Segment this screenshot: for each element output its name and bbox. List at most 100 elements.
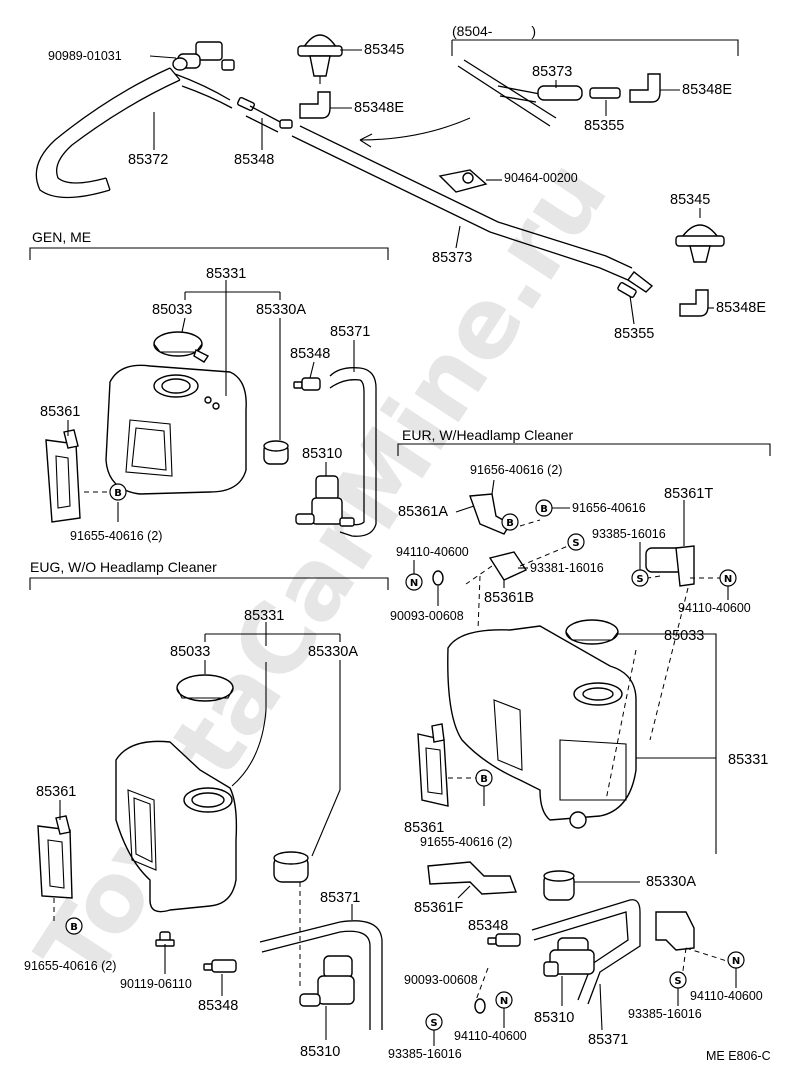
svg-text:B: B	[114, 488, 122, 499]
part-label: 94110-40600	[454, 1029, 527, 1043]
part-label: 85371	[320, 890, 360, 906]
part-label: 85331	[244, 608, 284, 624]
part-label: 85330A	[308, 644, 358, 660]
date-range-label: (8504- )	[452, 23, 536, 39]
cap-85033-eur	[565, 619, 619, 645]
nut-badge-icon: N	[727, 951, 745, 969]
clamp-bracket-eur	[655, 911, 695, 951]
clip-90464	[438, 169, 488, 193]
bolt-badge-icon: B	[109, 483, 127, 501]
diagram-code: ME E806-C	[706, 1049, 771, 1063]
nozzle-85345-right	[675, 224, 725, 263]
svg-text:B: B	[480, 774, 488, 785]
joint-85348-gen	[293, 377, 321, 391]
elbow-85348E-right	[679, 289, 709, 317]
part-label: 85361A	[398, 504, 448, 520]
bolt-badge-icon: B	[535, 499, 553, 517]
svg-text:B: B	[540, 504, 548, 515]
pump-85310-eug	[299, 955, 355, 1007]
part-label: 85361	[40, 404, 80, 420]
nut-badge-icon: N	[495, 991, 513, 1009]
bracket-85361-eur	[417, 723, 449, 807]
hose-85371-gen	[329, 367, 377, 537]
part-label: 85345	[364, 42, 404, 58]
svg-text:S: S	[430, 1018, 437, 1029]
motor-85361T	[645, 545, 695, 587]
joint-85348-eug	[203, 959, 237, 973]
part-label: 85310	[534, 1010, 574, 1026]
part-label: 85361	[404, 820, 444, 836]
bracket-85361-gen	[45, 429, 81, 523]
part-label: 85372	[128, 152, 168, 168]
tank-85331-eur	[447, 625, 637, 829]
part-label: 90464-00200	[504, 171, 578, 185]
screw-badge-icon: S	[425, 1013, 443, 1031]
part-label: 85371	[588, 1032, 628, 1048]
part-label: 94110-40600	[690, 989, 763, 1003]
bracket-85361B	[488, 551, 528, 581]
part-label: 90093-00608	[404, 973, 478, 987]
part-label: 93385-16016	[628, 1007, 702, 1021]
bracket-85361F	[427, 861, 517, 895]
tank-85331-gen	[105, 364, 247, 495]
part-label: 85310	[302, 446, 342, 462]
part-label: 85330A	[256, 302, 306, 318]
part-label: 85361F	[414, 900, 463, 916]
part-label: 85348	[234, 152, 274, 168]
part-label: 85361T	[664, 486, 713, 502]
part-label: 85348	[198, 998, 238, 1014]
section-title-eur: EUR, W/Headlamp Cleaner	[402, 427, 574, 443]
part-label: 85373	[432, 250, 472, 266]
cap-85033-eug	[176, 674, 234, 702]
hose-85372	[35, 67, 171, 199]
part-label: 93385-16016	[388, 1047, 462, 1061]
part-label: 85361B	[484, 590, 534, 606]
part-label: 85371	[330, 324, 370, 340]
svg-text:N: N	[410, 578, 418, 589]
eug-section	[29, 577, 389, 1040]
eur-section	[397, 443, 771, 1031]
part-label: 85348E	[682, 82, 732, 98]
pump-85310-gen	[295, 475, 355, 527]
svg-text:S: S	[572, 538, 579, 549]
part-label: 90119-06110	[120, 977, 192, 991]
hose-85371-eur	[531, 899, 641, 1005]
part-label: 91656-40616 (2)	[470, 463, 562, 477]
part-label: 90093-00608	[390, 609, 464, 623]
tank-85331-eug	[115, 740, 238, 913]
part-label: 94110-40600	[678, 601, 751, 615]
part-label: 93381-16016	[530, 561, 604, 575]
hose-85373	[291, 135, 629, 281]
joint-85355-right	[617, 282, 637, 298]
bracket-85361-eug	[37, 815, 73, 899]
svg-text:B: B	[506, 518, 514, 529]
screw-badge-icon: S	[631, 569, 649, 587]
part-label: 93385-16016	[592, 527, 666, 541]
part-label: 90989-01031	[48, 49, 122, 63]
part-label: 85033	[170, 644, 210, 660]
part-label: 85355	[614, 326, 654, 342]
grommet-85330A-eur	[543, 870, 575, 901]
part-label: 91655-40616 (2)	[70, 529, 162, 543]
part-label: 85361	[36, 784, 76, 800]
joint-85348-eur	[487, 933, 521, 947]
part-label: 85331	[728, 752, 768, 768]
svg-text:N: N	[732, 956, 740, 967]
part-label: 85373	[532, 64, 572, 80]
nozzle-85345-top	[297, 34, 343, 84]
arrow-icon	[359, 117, 471, 141]
part-label: 91655-40616 (2)	[24, 959, 116, 973]
part-label: 85330A	[646, 874, 696, 890]
bolt-badge-icon: B	[475, 769, 493, 787]
part-label: 85033	[152, 302, 192, 318]
part-label: 85345	[670, 192, 710, 208]
svg-text:N: N	[724, 574, 732, 585]
grommet-85330A-gen	[263, 440, 289, 465]
hose-85371-eug	[259, 920, 383, 1030]
washer-icon	[432, 570, 444, 586]
bolt-badge-icon: B	[501, 513, 519, 531]
part-label: 85331	[206, 266, 246, 282]
svg-text:N: N	[500, 996, 508, 1007]
part-label: 85348	[468, 918, 508, 934]
washer-icon	[474, 998, 486, 1014]
